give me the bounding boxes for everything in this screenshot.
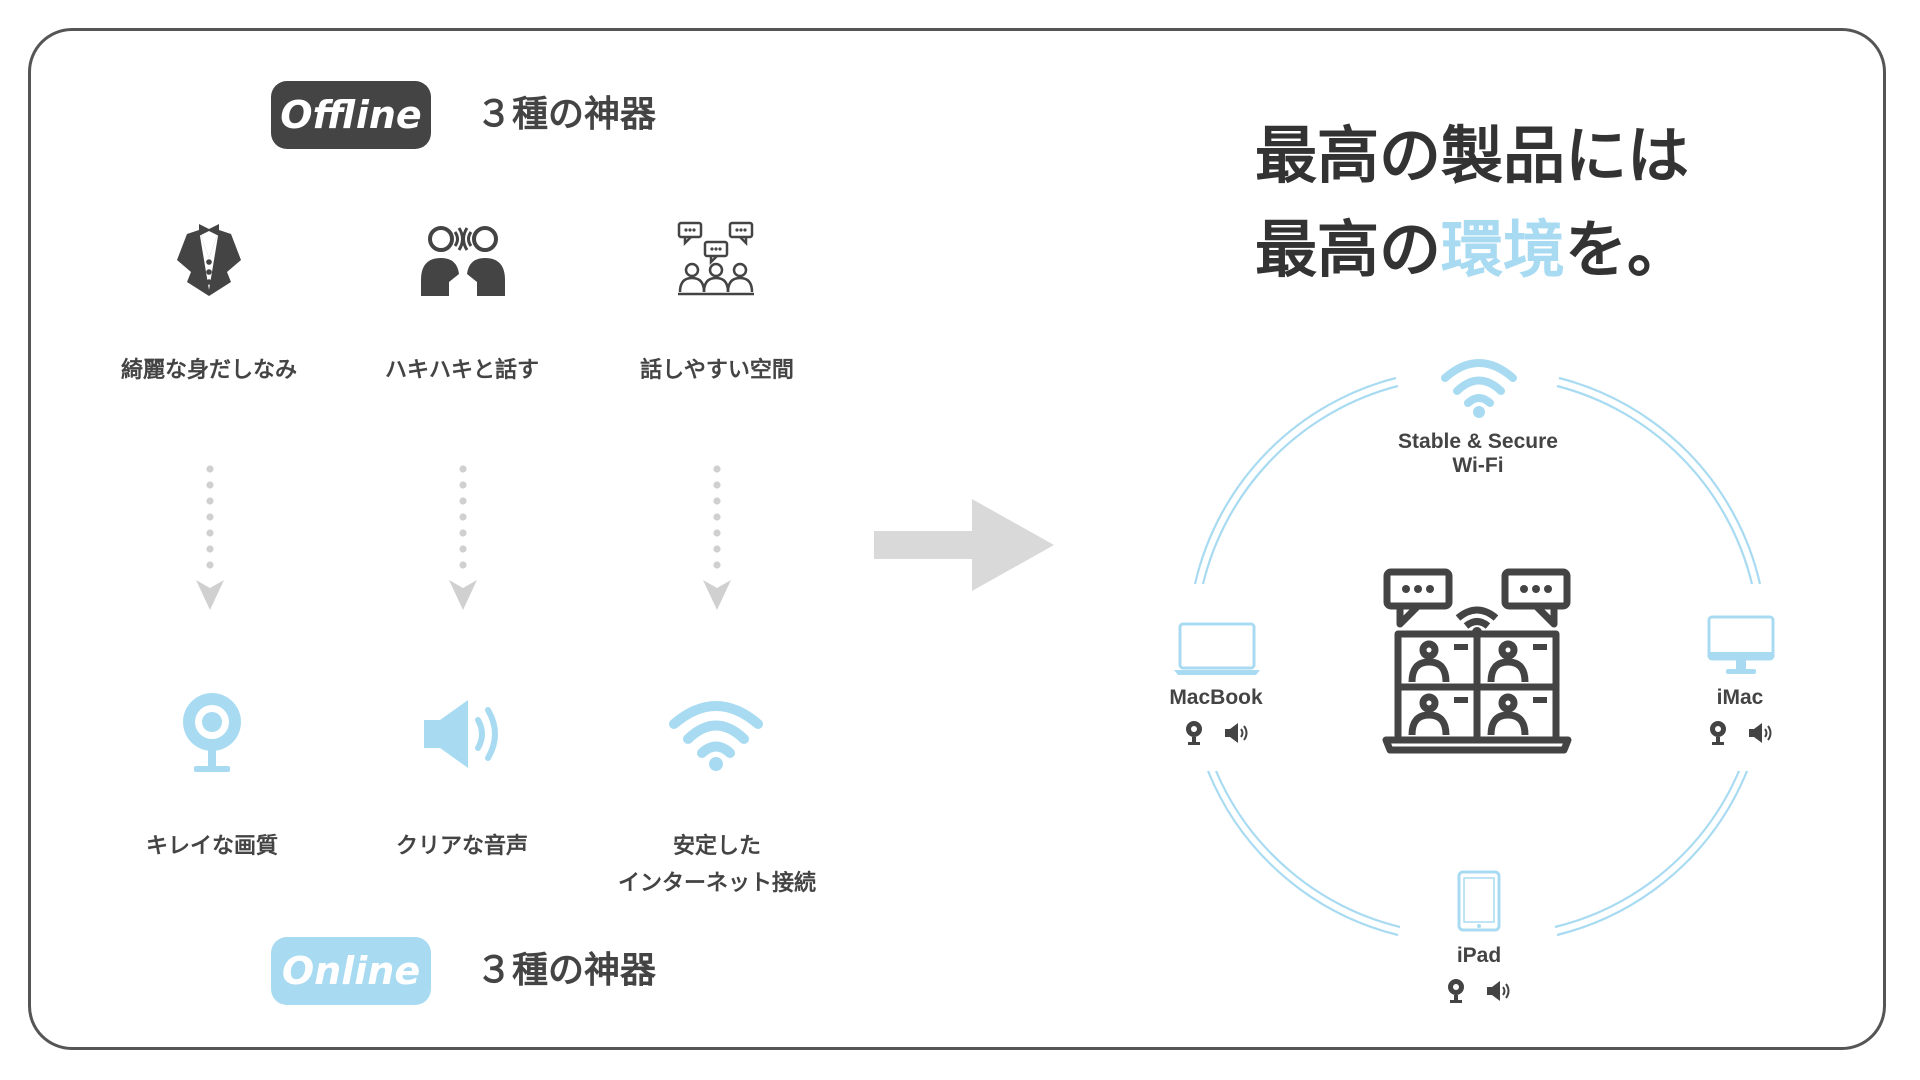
headline-accent-word: 環境 (1441, 213, 1566, 286)
meeting-room-icon (677, 221, 754, 296)
online-item-label-2: クリアな音声 (395, 834, 528, 859)
imac-camera-icon (1710, 721, 1726, 745)
wifi-icon (669, 701, 763, 771)
online-heading: ３種の神器 (476, 950, 657, 991)
offline-item-label-1: 綺麗な身だしなみ (120, 358, 297, 383)
online-item-label-3a: 安定した (672, 834, 761, 859)
offline-heading: ３種の神器 (476, 94, 657, 135)
video-conference-icon (1382, 568, 1572, 754)
dotted-down-arrow-2 (449, 465, 477, 610)
cycle-wifi-icon (1441, 359, 1517, 418)
offline-item-label-2: ハキハキと話す (384, 358, 539, 383)
ipad-camera-icon (1448, 979, 1464, 1003)
online-badge: Online (271, 937, 431, 1005)
wifi-label-line-1: Stable & Secure (1398, 430, 1558, 453)
two-people-talking-icon (421, 226, 505, 296)
online-item-label-1: キレイな画質 (145, 834, 278, 859)
tablet-icon (1457, 870, 1501, 932)
dotted-down-arrow-3 (703, 465, 731, 610)
slide-frame (28, 28, 1886, 1050)
speaker-icon (424, 700, 498, 768)
headline-line-2: 最高の環境を。 (1255, 214, 1689, 286)
macbook-camera-icon (1186, 721, 1202, 745)
headline-line-1: 最高の製品には (1255, 119, 1690, 192)
offline-item-label-3: 話しやすい空間 (640, 358, 794, 383)
monitor-icon (1707, 615, 1775, 674)
laptop-icon (1174, 622, 1260, 675)
device-label-ipad: iPad (1456, 944, 1502, 967)
macbook-speaker-icon (1225, 723, 1248, 743)
wifi-label-line-2: Wi-Fi (1452, 454, 1504, 477)
imac-speaker-icon (1749, 723, 1772, 743)
dotted-down-arrow-1 (196, 465, 224, 610)
offline-badge: Offline (271, 81, 431, 149)
device-label-imac: iMac (1716, 686, 1764, 709)
tuxedo-icon (177, 224, 241, 296)
ipad-speaker-icon (1487, 981, 1510, 1001)
online-item-label-3b: インターネット接続 (617, 871, 816, 896)
webcam-icon (183, 693, 241, 772)
headline-line-2-prefix: 最高の (1255, 213, 1442, 286)
big-right-arrow (874, 499, 1054, 591)
headline-line-2-suffix: を。 (1565, 213, 1690, 286)
device-label-macbook: MacBook (1169, 686, 1263, 709)
